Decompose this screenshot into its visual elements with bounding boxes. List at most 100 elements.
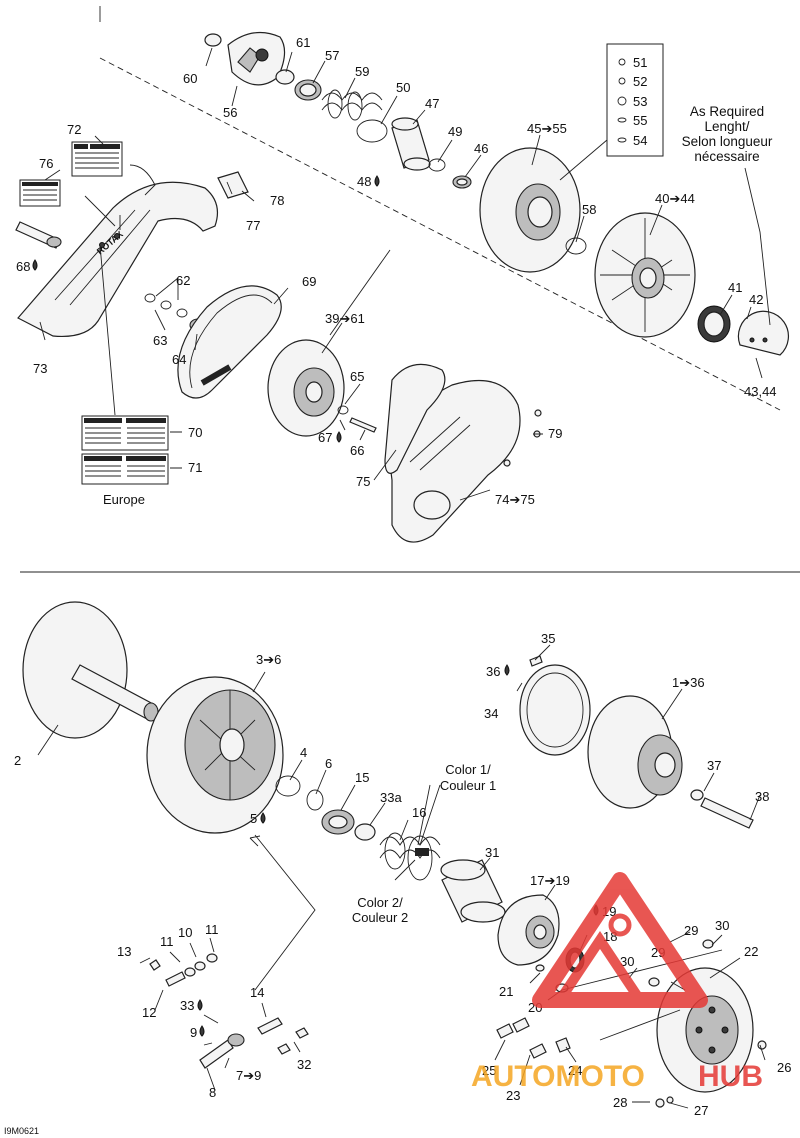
label-71: 71 (188, 460, 202, 475)
label-30a: 30 (715, 918, 729, 933)
label-31: 31 (485, 845, 499, 860)
ring-49 (428, 158, 446, 172)
lower-section: 2 3➔6 4 6 5 15 33a 16 Color 1/ Couleur 1… (4, 601, 791, 1136)
lubricant-drop-icon (336, 431, 342, 443)
label-15: 15 (355, 770, 369, 785)
washer-61 (275, 69, 295, 85)
label-67: 67 (318, 430, 332, 445)
ring-60 (204, 33, 222, 47)
label-59: 59 (355, 64, 369, 79)
label-14: 14 (250, 985, 264, 1000)
seal-15 (321, 809, 355, 835)
lubricant-drop-icon (374, 175, 380, 187)
washer-58 (565, 237, 587, 255)
bracket-77 (217, 171, 249, 199)
screw-79c (503, 459, 511, 467)
sheave-40-44 (594, 212, 696, 338)
label-27: 27 (694, 1103, 708, 1118)
gasket-75 (384, 363, 446, 474)
label-16: 16 (412, 805, 426, 820)
label-41: 41 (728, 280, 742, 295)
label-79: 79 (548, 426, 562, 441)
label-38: 38 (755, 789, 769, 804)
label-7-9: 7➔9 (236, 1068, 261, 1083)
kit-item-54: 54 (633, 133, 647, 148)
label-10: 10 (178, 925, 192, 940)
label-3-6: 3➔6 (256, 652, 281, 667)
bushing-46 (452, 175, 472, 189)
kit-legend: 51 52 53 55 54 (559, 43, 664, 181)
label-48: 48 (357, 174, 371, 189)
oring-50 (356, 119, 388, 143)
cover-43-44 (737, 310, 790, 356)
label-11a: 11 (160, 934, 174, 949)
label-40-44: 40➔44 (655, 191, 695, 206)
kit-item-53: 53 (633, 94, 647, 109)
label-73: 73 (33, 361, 47, 376)
label-26: 26 (777, 1060, 791, 1075)
label-68: 68 (16, 259, 30, 274)
kit-item-52: 52 (633, 74, 647, 89)
cover-22 (656, 967, 754, 1093)
cylinder-47 (391, 117, 431, 171)
label-66: 66 (350, 443, 364, 458)
washer-65 (337, 405, 349, 415)
label-65: 65 (350, 369, 364, 384)
lubricant-drop-icon (504, 664, 510, 676)
label-72: 72 (67, 122, 81, 137)
lubricant-drop-icon (197, 999, 203, 1011)
spider-56 (227, 31, 286, 86)
watermark-text-automoto: AUTOMOTO (471, 1060, 645, 1093)
upper-section: 51 52 53 55 54 As Required Lenght/ Selon… (15, 31, 790, 543)
tool-68 (15, 221, 62, 249)
sheave-1-36 (587, 695, 683, 809)
spring-16 (379, 832, 441, 881)
svg-text:nécessaire: nécessaire (694, 149, 759, 164)
cylinder-31 (440, 859, 506, 923)
label-75: 75 (356, 474, 370, 489)
label-36: 36 (486, 664, 500, 679)
label-25: 25 (482, 1063, 496, 1078)
as-required-note: As Required Lenght/ Selon longueur néces… (682, 104, 773, 326)
belt-guard: ROTAX (17, 181, 218, 338)
label-60: 60 (183, 71, 197, 86)
label-43-44: 43,44 (744, 384, 777, 399)
label-29a: 29 (684, 923, 698, 938)
drive-pulley-39-61 (267, 339, 345, 437)
label-58: 58 (582, 202, 596, 217)
sheave-45-55 (479, 147, 581, 273)
label-64: 64 (172, 352, 186, 367)
label-color1-line2: Couleur 1 (440, 778, 496, 793)
label-13: 13 (117, 944, 131, 959)
label-46: 46 (474, 141, 488, 156)
lubricant-drop-icon (32, 259, 38, 271)
watermark-text-hub: HUB (698, 1060, 763, 1093)
label-23: 23 (506, 1088, 520, 1103)
label-24: 24 (568, 1063, 582, 1078)
label-4: 4 (300, 745, 307, 760)
label-74-75: 74➔75 (495, 492, 535, 507)
label-37: 37 (707, 758, 721, 773)
bushing-4 (275, 775, 301, 797)
upper-centerline-dash (99, 57, 781, 411)
sticker-71 (81, 453, 169, 485)
label-11b: 11 (205, 922, 219, 937)
lubricant-drop-icon (199, 1025, 205, 1037)
label-69: 69 (302, 274, 316, 289)
label-12: 12 (142, 1005, 156, 1020)
label-62: 62 (176, 273, 190, 288)
label-61: 61 (296, 35, 310, 50)
label-8: 8 (209, 1085, 216, 1100)
svg-text:Selon longueur: Selon longueur (682, 134, 773, 149)
label-42: 42 (749, 292, 763, 307)
label-33a: 33a (380, 790, 402, 805)
label-77: 77 (246, 218, 260, 233)
label-34: 34 (484, 706, 498, 721)
label-50: 50 (396, 80, 410, 95)
label-57: 57 (325, 48, 339, 63)
clip-6 (306, 789, 324, 811)
label-europe: Europe (103, 492, 145, 507)
sticker-76 (19, 179, 61, 207)
label-color2-line2: Couleur 2 (352, 910, 408, 925)
